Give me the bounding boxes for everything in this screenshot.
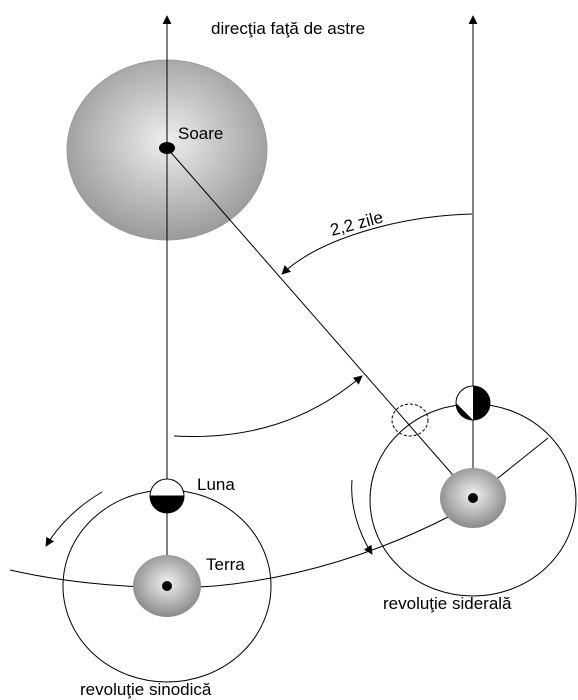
moon-label: Luna	[197, 475, 235, 494]
earth-synodic-center	[162, 581, 172, 591]
moon-synodic	[149, 478, 185, 514]
earth-sidereal-center	[468, 493, 478, 503]
earth-orbit-path	[9, 515, 451, 588]
orbit-arrow-left	[45, 491, 103, 547]
orbit-arrow-right	[351, 479, 373, 555]
sun-center-point	[159, 142, 175, 154]
motion-arrow-middle	[173, 375, 363, 437]
interval-label: 2,2 zile	[328, 208, 385, 240]
moon-ghost-position	[391, 403, 429, 437]
moon-sidereal	[455, 385, 491, 421]
interval-arrow	[281, 213, 473, 275]
direction-label: direcţia faţă de astre	[211, 19, 365, 38]
sidereal-label: revoluţie siderală	[383, 594, 512, 613]
sun-earth-line	[166, 147, 474, 499]
synodic-label: revoluţie sinodică	[80, 680, 212, 699]
sun-label: Soare	[178, 124, 223, 143]
earth-label: Terra	[206, 555, 245, 574]
